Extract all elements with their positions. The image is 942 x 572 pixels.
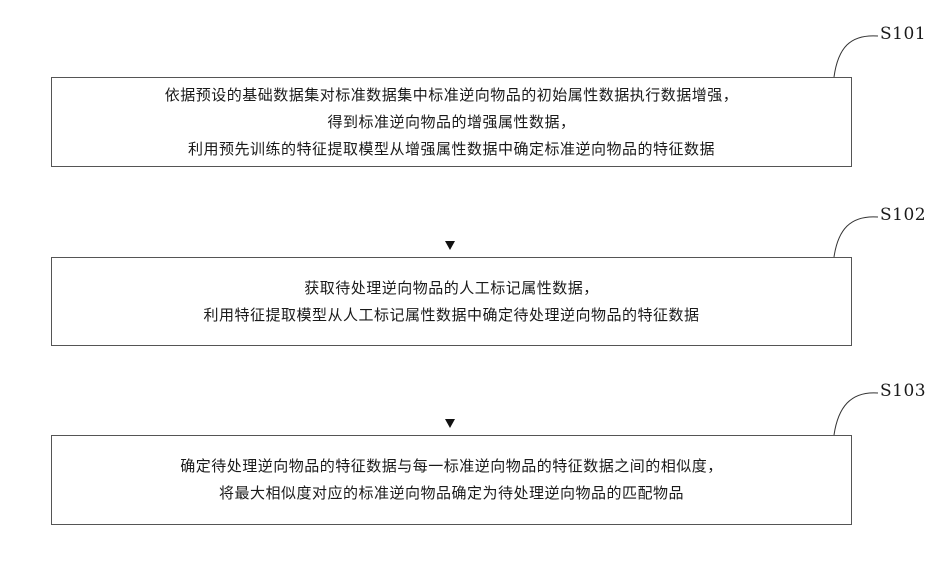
arrow-down-icon: [445, 419, 455, 428]
leader-curve-s103: [834, 393, 878, 435]
leader-curve-s102: [834, 217, 878, 257]
leader-curve-s101: [834, 36, 878, 77]
arrow-down-icon: [445, 241, 455, 250]
